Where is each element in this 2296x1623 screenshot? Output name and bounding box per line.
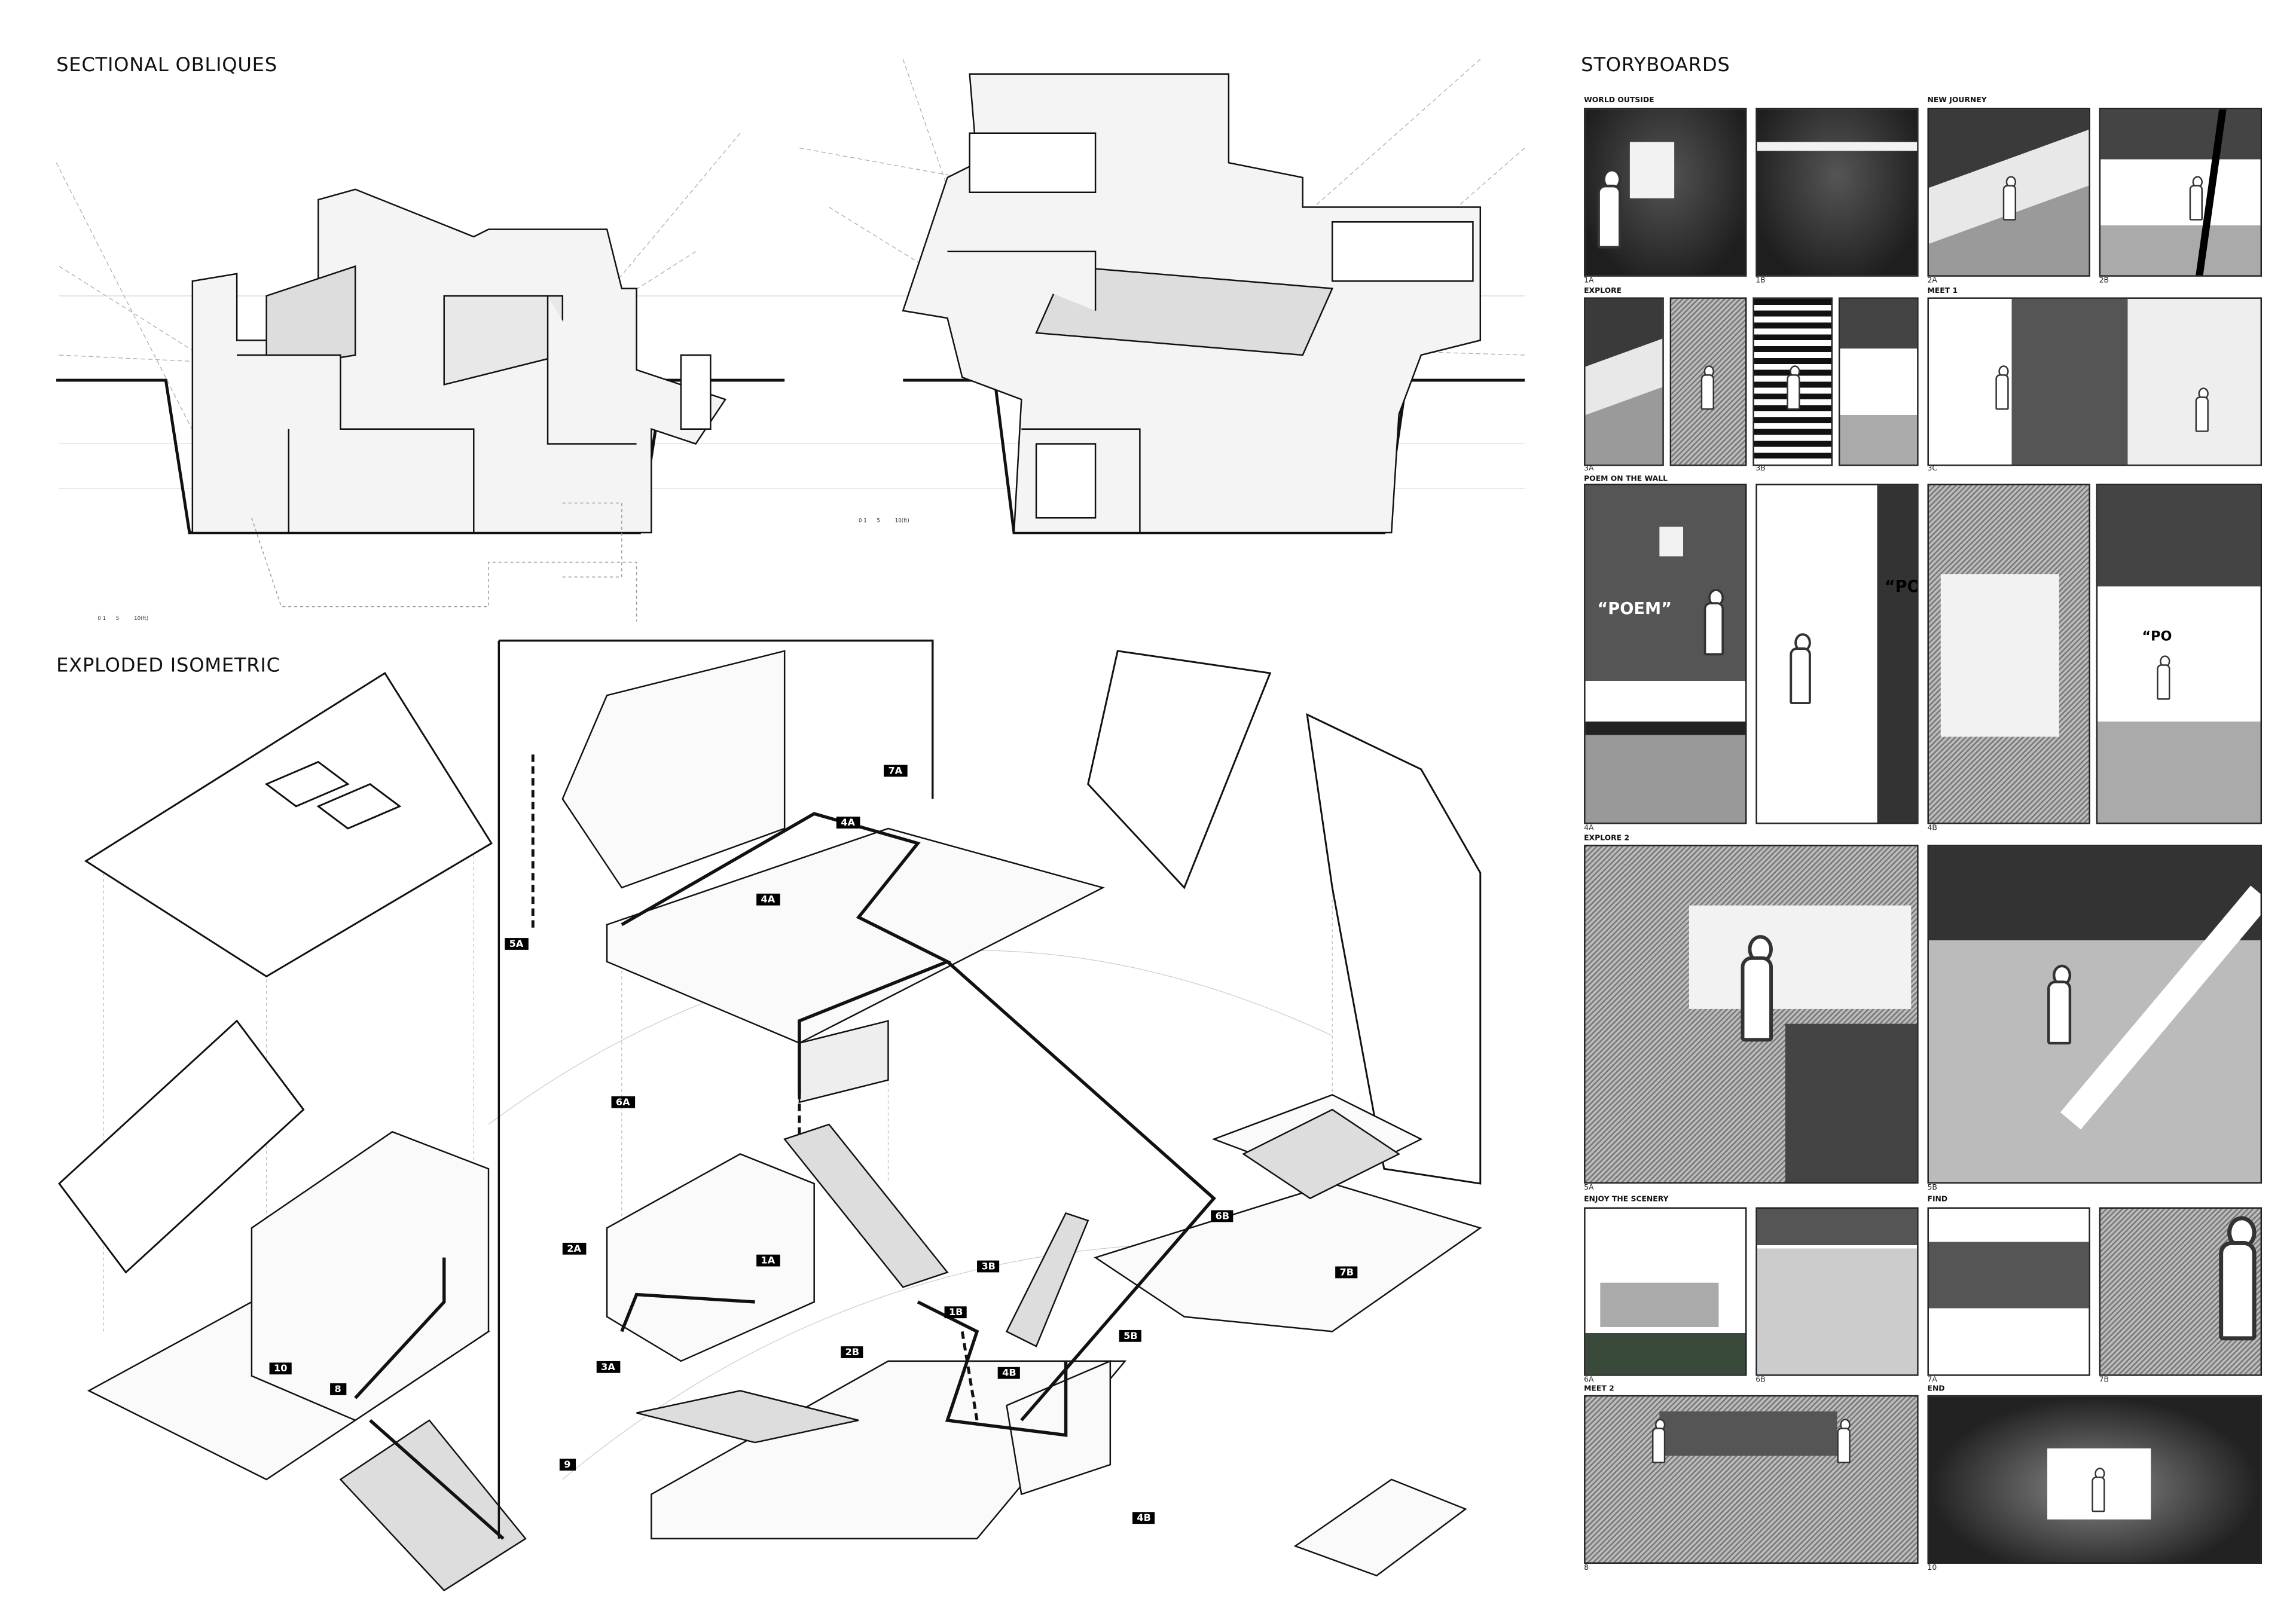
right-section-building [902, 73, 1482, 534]
journey-path-dashed [531, 754, 979, 1421]
caption-3c: 3C [1927, 464, 1938, 473]
view-marker-7b[interactable]: 7B [1335, 1266, 1358, 1279]
left-section-building [191, 188, 727, 534]
view-marker-10[interactable]: 10 [269, 1362, 292, 1375]
storyboard-title-poem-on-the-wall: POEM ON THE WALL [1584, 474, 1668, 484]
view-marker-9[interactable]: 9 [559, 1459, 575, 1471]
frame-10 [1927, 1395, 2263, 1564]
view-marker-3b[interactable]: 3B [977, 1260, 1000, 1273]
caption-4b: 4B [1927, 823, 1937, 833]
storyboard-title-explore: EXPLORE [1584, 286, 1622, 295]
sectional-oblique-drawing [56, 59, 1525, 622]
storyboard-title-new-journey: NEW JOURNEY [1927, 96, 1987, 105]
poem-text: “POEM” [1597, 599, 1672, 619]
view-marker-4b[interactable]: 4B [997, 1367, 1021, 1379]
scale-tick: 0 [858, 518, 862, 524]
frame-7a [1927, 1207, 2090, 1376]
storyboard-title-meet-1: MEET 1 [1927, 286, 1958, 295]
view-marker-5a[interactable]: 5A [505, 938, 528, 950]
view-marker-8[interactable]: 8 [330, 1383, 346, 1395]
caption-3a: 3A [1584, 464, 1594, 473]
frame-3c [1927, 297, 2263, 466]
caption-2b: 2B [2099, 276, 2109, 285]
view-marker-7a[interactable]: 7A [884, 765, 907, 777]
scale-tick: 10(ft) [894, 518, 909, 524]
view-marker-4b-lower[interactable]: 4B [1132, 1512, 1156, 1524]
view-marker-6b[interactable]: 6B [1211, 1210, 1234, 1222]
view-marker-4a-lower[interactable]: 4A [756, 893, 780, 906]
storyboard-title-explore-2: EXPLORE 2 [1584, 833, 1630, 843]
view-marker-3a[interactable]: 3A [596, 1361, 620, 1373]
caption-1a: 1A [1584, 276, 1594, 285]
frame-3b-left [1752, 297, 1833, 466]
view-marker-1b[interactable]: 1B [944, 1306, 967, 1319]
projection-shadows [251, 502, 637, 622]
scale-tick: 5 [115, 615, 120, 622]
caption-8: 8 [1584, 1563, 1589, 1573]
scale-tick: 1 [102, 615, 106, 622]
frame-3a-left [1584, 297, 1664, 466]
frame-2b [2099, 108, 2263, 277]
frame-2a [1927, 108, 2090, 277]
storyboard-title-find: FIND [1927, 1195, 1948, 1205]
poem-text-partial: “POE [1884, 577, 1917, 597]
caption-1b: 1B [1755, 276, 1766, 285]
view-marker-2a[interactable]: 2A [562, 1242, 586, 1255]
view-marker-5b[interactable]: 5B [1119, 1329, 1143, 1342]
scale-tick: 5 [877, 518, 880, 524]
caption-2a: 2A [1927, 276, 1937, 285]
lower-floors [87, 1094, 1482, 1577]
frame-5a [1584, 845, 1919, 1184]
frame-7b [2099, 1207, 2263, 1376]
storyboard-title-enjoy-the-scenery: ENJOY THE SCENERY [1584, 1195, 1669, 1205]
circulation-frame [497, 639, 934, 1539]
frame-6b [1755, 1207, 1919, 1376]
caption-5b: 5B [1927, 1183, 1937, 1193]
caption-7b: 7B [2099, 1375, 2109, 1384]
scale-bar-right: 0 1 5 10(ft) [859, 518, 909, 524]
frame-4a-left: “POEM” [1584, 484, 1747, 824]
exploded-isometric-heading: EXPLODED ISOMETRIC [56, 655, 280, 678]
frame-1a [1584, 108, 1747, 277]
storyboards-heading: STORYBOARDS [1581, 54, 1730, 77]
sectional-obliques-heading: SECTIONAL OBLIQUES [56, 54, 277, 77]
frame-3b-right [1838, 297, 1919, 466]
frame-4a-right: “POE [1755, 484, 1919, 824]
exploded-isometric-drawing [58, 639, 1482, 1592]
view-marker-6a[interactable]: 6A [611, 1096, 635, 1108]
poem-text-partial-2: “PO [2142, 630, 2172, 646]
view-marker-4a[interactable]: 4A [836, 817, 860, 829]
scale-tick: 10(ft) [134, 615, 149, 622]
caption-3b: 3B [1755, 464, 1766, 473]
caption-6a: 6A [1584, 1375, 1594, 1384]
caption-4a: 4A [1584, 823, 1594, 833]
caption-7a: 7A [1927, 1375, 1937, 1384]
frame-1b [1755, 108, 1919, 277]
scale-tick: 0 [97, 615, 101, 622]
view-marker-2b[interactable]: 2B [841, 1346, 864, 1358]
frame-5b [1927, 845, 2263, 1184]
caption-5a: 5A [1584, 1183, 1594, 1193]
storyboard-title-world-outside: WORLD OUTSIDE [1584, 96, 1654, 105]
upper-floor [561, 650, 1105, 1104]
view-marker-1a[interactable]: 1A [756, 1254, 780, 1267]
roof-plates [58, 650, 1482, 1274]
storyboard-title-end: END [1927, 1384, 1945, 1394]
frame-6a [1584, 1207, 1747, 1376]
storyboard-title-meet-2: MEET 2 [1584, 1384, 1614, 1394]
frame-3a-right [1669, 297, 1747, 466]
scale-tick: 1 [863, 518, 867, 524]
stairs [339, 1108, 1401, 1592]
frame-4b-right: “PO [2096, 484, 2263, 824]
scale-bar-left: 0 1 5 10(ft) [97, 616, 148, 622]
caption-10: 10 [1927, 1563, 1937, 1573]
frame-4b-left [1927, 484, 2090, 824]
caption-6b: 6B [1755, 1375, 1766, 1384]
frame-8 [1584, 1395, 1919, 1564]
